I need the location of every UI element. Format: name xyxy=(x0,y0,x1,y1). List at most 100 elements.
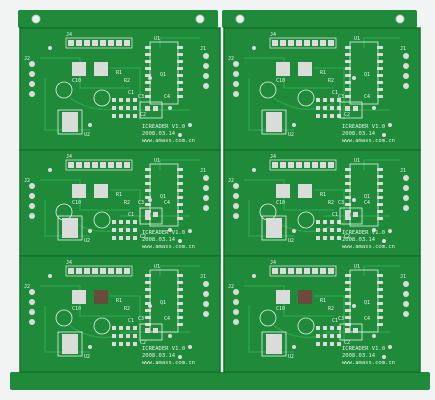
reg-u2-outline xyxy=(261,331,287,357)
pad xyxy=(316,106,320,110)
pad xyxy=(377,295,383,298)
board-info-line: ICREADER V1.0 xyxy=(342,346,385,352)
pad xyxy=(203,311,209,317)
pad xyxy=(377,196,383,199)
panel-frame xyxy=(10,10,430,390)
ic-u1 xyxy=(145,163,183,227)
ref-label-c4: C4 xyxy=(164,316,170,322)
via xyxy=(252,46,256,50)
pad xyxy=(29,299,35,305)
pad xyxy=(145,316,151,319)
trace xyxy=(159,37,200,48)
pad xyxy=(112,220,116,224)
pad xyxy=(353,328,358,333)
pad xyxy=(337,326,341,330)
pad xyxy=(177,295,183,298)
tooling-hole xyxy=(31,14,41,24)
ref-label-c2: C2 xyxy=(140,234,146,240)
trace xyxy=(314,295,345,342)
pad xyxy=(203,63,209,69)
ref-label-u1: U1 xyxy=(354,264,360,270)
pad xyxy=(92,40,98,46)
pad xyxy=(126,106,130,110)
ref-label-c3: C3 xyxy=(338,316,344,322)
pad xyxy=(330,114,334,118)
pad xyxy=(92,268,98,274)
pad xyxy=(330,106,334,110)
ref-label-c10: C10 xyxy=(72,200,81,206)
pad xyxy=(403,195,409,201)
trace xyxy=(159,159,200,170)
ref-label-r2: R2 xyxy=(328,200,334,206)
pad xyxy=(145,302,151,305)
pad xyxy=(233,193,239,199)
pad xyxy=(76,268,82,274)
pad xyxy=(145,46,151,49)
pad xyxy=(177,274,183,277)
pad xyxy=(345,67,351,70)
cap-pad xyxy=(298,62,312,76)
pad xyxy=(29,289,35,295)
ref-label-r1: R1 xyxy=(320,298,326,304)
board-info-line: www.amass.com.cn xyxy=(142,244,195,250)
cap-c3-outline xyxy=(339,207,363,225)
via xyxy=(88,123,92,127)
pad xyxy=(377,281,383,284)
ref-label-j2: J2 xyxy=(228,178,234,184)
cap-c10-pad xyxy=(72,184,86,198)
header-j2 xyxy=(29,289,35,325)
silk-outline xyxy=(149,163,179,227)
pad xyxy=(92,162,98,168)
pad xyxy=(323,228,327,232)
cap-outline xyxy=(259,81,277,99)
trace xyxy=(159,265,200,276)
board-info-line: 2008.03.14 xyxy=(142,237,176,243)
pad xyxy=(177,53,183,56)
ref-label-c3: C3 xyxy=(338,94,344,100)
ref-label-c2: C2 xyxy=(140,112,146,118)
pad xyxy=(112,334,116,338)
ic-u1 xyxy=(345,163,383,227)
reg-u2-outline xyxy=(57,215,83,241)
pad xyxy=(304,162,310,168)
pad xyxy=(377,323,383,326)
cap-pad xyxy=(94,62,108,76)
pad xyxy=(377,168,383,171)
pad xyxy=(145,210,151,213)
pad xyxy=(145,328,150,333)
cap-outline xyxy=(297,317,315,335)
ref-label-c1: C1 xyxy=(332,90,338,96)
cap-outline xyxy=(93,317,111,335)
cap-pad xyxy=(94,184,108,198)
pad xyxy=(323,326,327,330)
pad xyxy=(145,168,151,171)
pad xyxy=(177,203,183,206)
pad xyxy=(345,203,351,206)
pad xyxy=(233,183,239,189)
pad xyxy=(145,217,151,220)
silk-outline xyxy=(349,41,379,105)
pad xyxy=(116,162,122,168)
pad xyxy=(272,162,278,168)
pad xyxy=(29,81,35,87)
pad xyxy=(177,281,183,284)
via xyxy=(352,76,356,80)
ref-label-r2: R2 xyxy=(328,306,334,312)
pad xyxy=(119,98,123,102)
pad xyxy=(330,334,334,338)
pad xyxy=(330,342,334,346)
pad xyxy=(272,268,278,274)
pad xyxy=(316,342,320,346)
cap-outline xyxy=(297,211,315,229)
ref-label-c2: C2 xyxy=(140,340,146,346)
top-rail-left xyxy=(18,10,218,28)
pad xyxy=(126,98,130,102)
pad xyxy=(84,162,90,168)
via xyxy=(48,46,52,50)
ref-label-c4: C4 xyxy=(364,200,370,206)
pad xyxy=(345,316,351,319)
pad xyxy=(403,83,409,89)
trace xyxy=(314,67,345,120)
